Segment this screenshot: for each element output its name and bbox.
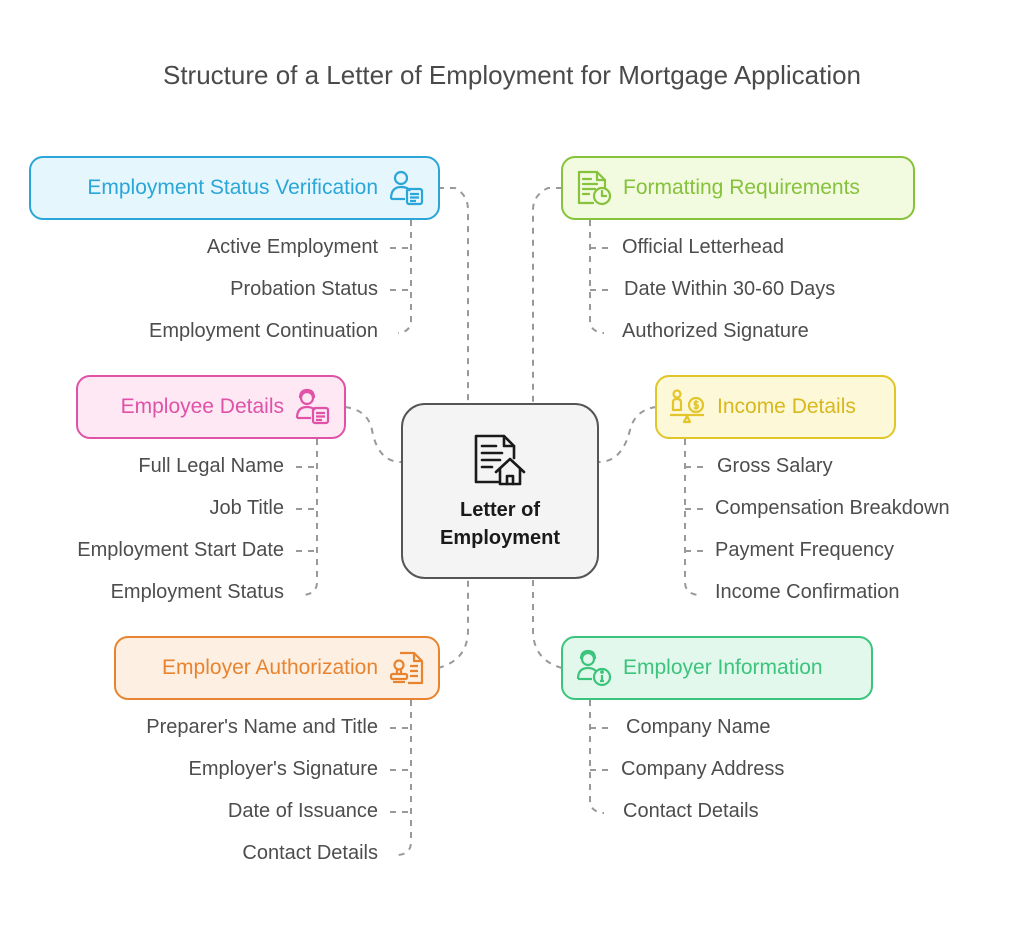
list-item: Probation Status	[230, 278, 378, 300]
list-item: Income Confirmation	[715, 581, 900, 603]
central-topic[interactable]: Letter of Employment	[401, 403, 599, 579]
document-clock-icon	[577, 170, 612, 206]
diagram-title: Structure of a Letter of Employment for …	[162, 60, 862, 90]
list-item: Employer's Signature	[188, 758, 378, 780]
branch-label: Employment Status Verification	[87, 176, 378, 199]
list-item: Employment Continuation	[148, 320, 378, 342]
list-item: Full Legal Name	[138, 455, 284, 477]
branch-employee-details[interactable]: Employee Details	[76, 375, 346, 439]
employee-document-icon	[389, 170, 424, 206]
branch-employer-authorization[interactable]: Employer Authorization	[114, 636, 440, 700]
list-item: Date Within 30-60 Days	[624, 278, 836, 300]
list-item: Active Employment	[206, 236, 378, 258]
list-item: Preparer's Name and Title	[146, 716, 378, 738]
branch-label: Income Details	[717, 395, 856, 418]
list-item: Job Title	[209, 497, 284, 519]
branch-employer-information[interactable]: Employer Information	[561, 636, 873, 700]
branch-label: Employee Details	[120, 395, 284, 418]
list-item: Official Letterhead	[622, 236, 784, 258]
list-item: Contact Details	[623, 800, 759, 822]
person-document-icon	[295, 388, 330, 425]
balance-money-icon	[670, 389, 705, 424]
list-item: Company Name	[626, 716, 771, 738]
document-house-icon	[474, 434, 526, 486]
branch-employment-status-verification[interactable]: Employment Status Verification	[29, 156, 440, 220]
branch-label: Formatting Requirements	[623, 176, 860, 199]
list-item: Employment Start Date	[77, 539, 284, 561]
list-item: Employment Status	[110, 581, 284, 603]
list-item: Company Address	[621, 758, 785, 780]
list-item: Date of Issuance	[227, 800, 378, 822]
branch-label: Employer Information	[623, 656, 823, 679]
list-item: Authorized Signature	[622, 320, 809, 342]
list-item: Contact Details	[242, 842, 378, 864]
branch-label: Employer Authorization	[162, 656, 378, 679]
list-item: Compensation Breakdown	[715, 497, 950, 519]
list-item: Gross Salary	[717, 455, 833, 477]
central-topic-line1: Letter of	[460, 499, 540, 521]
person-info-icon	[576, 649, 612, 687]
stamp-document-icon	[389, 651, 424, 685]
branch-formatting-requirements[interactable]: Formatting Requirements	[561, 156, 915, 220]
central-topic-line2: Employment	[439, 527, 561, 549]
branch-income-details[interactable]: Income Details	[655, 375, 896, 439]
list-item: Payment Frequency	[715, 539, 894, 561]
